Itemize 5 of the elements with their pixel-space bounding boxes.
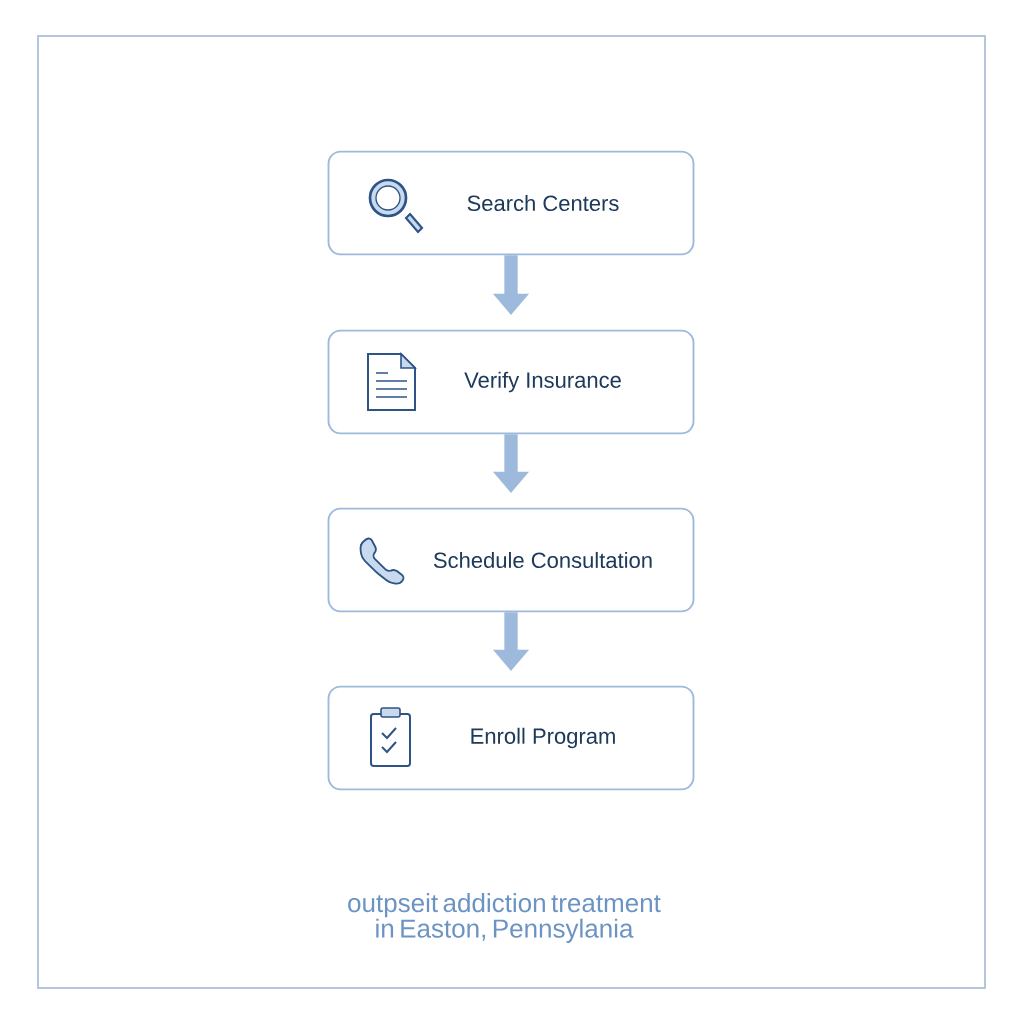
step-box: Verify Insurance <box>327 329 695 435</box>
caption: outpseit addiction treatment in Easton, Pennsylania <box>348 893 661 943</box>
step-box: Schedule Consultation <box>327 507 695 613</box>
step-box: Enroll Program <box>327 685 695 791</box>
step-box: Search Centers <box>327 150 695 256</box>
